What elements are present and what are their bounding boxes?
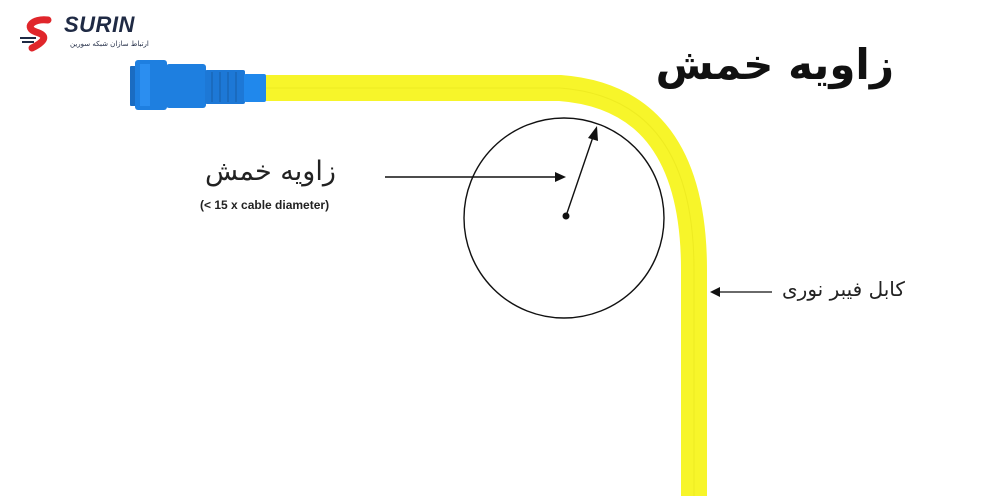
cable-label-arrowhead [710,287,720,297]
radius-arrowhead [588,126,598,141]
logo-tagline: ارتباط سازان شبکه سورین [70,40,149,48]
cable-label: کابل فیبر نوری [782,277,905,301]
surin-logo: SURIN ارتباط سازان شبکه سورین [18,12,149,56]
connector-icon [130,60,266,110]
bend-radius-circle [463,117,665,319]
bend-radius-note: (< 15 x cable diameter) [200,198,330,212]
logo-icon [20,16,52,52]
radius-arrow [565,133,595,217]
page-title: زاویه خمش [655,40,894,89]
bend-label-arrowhead [555,172,566,182]
fiber-optic-cable [255,75,707,496]
fiber-optic-cable-edge [255,87,695,496]
bend-radius-label: زاویه خمش [205,156,336,187]
logo-name: SURIN [64,12,135,37]
